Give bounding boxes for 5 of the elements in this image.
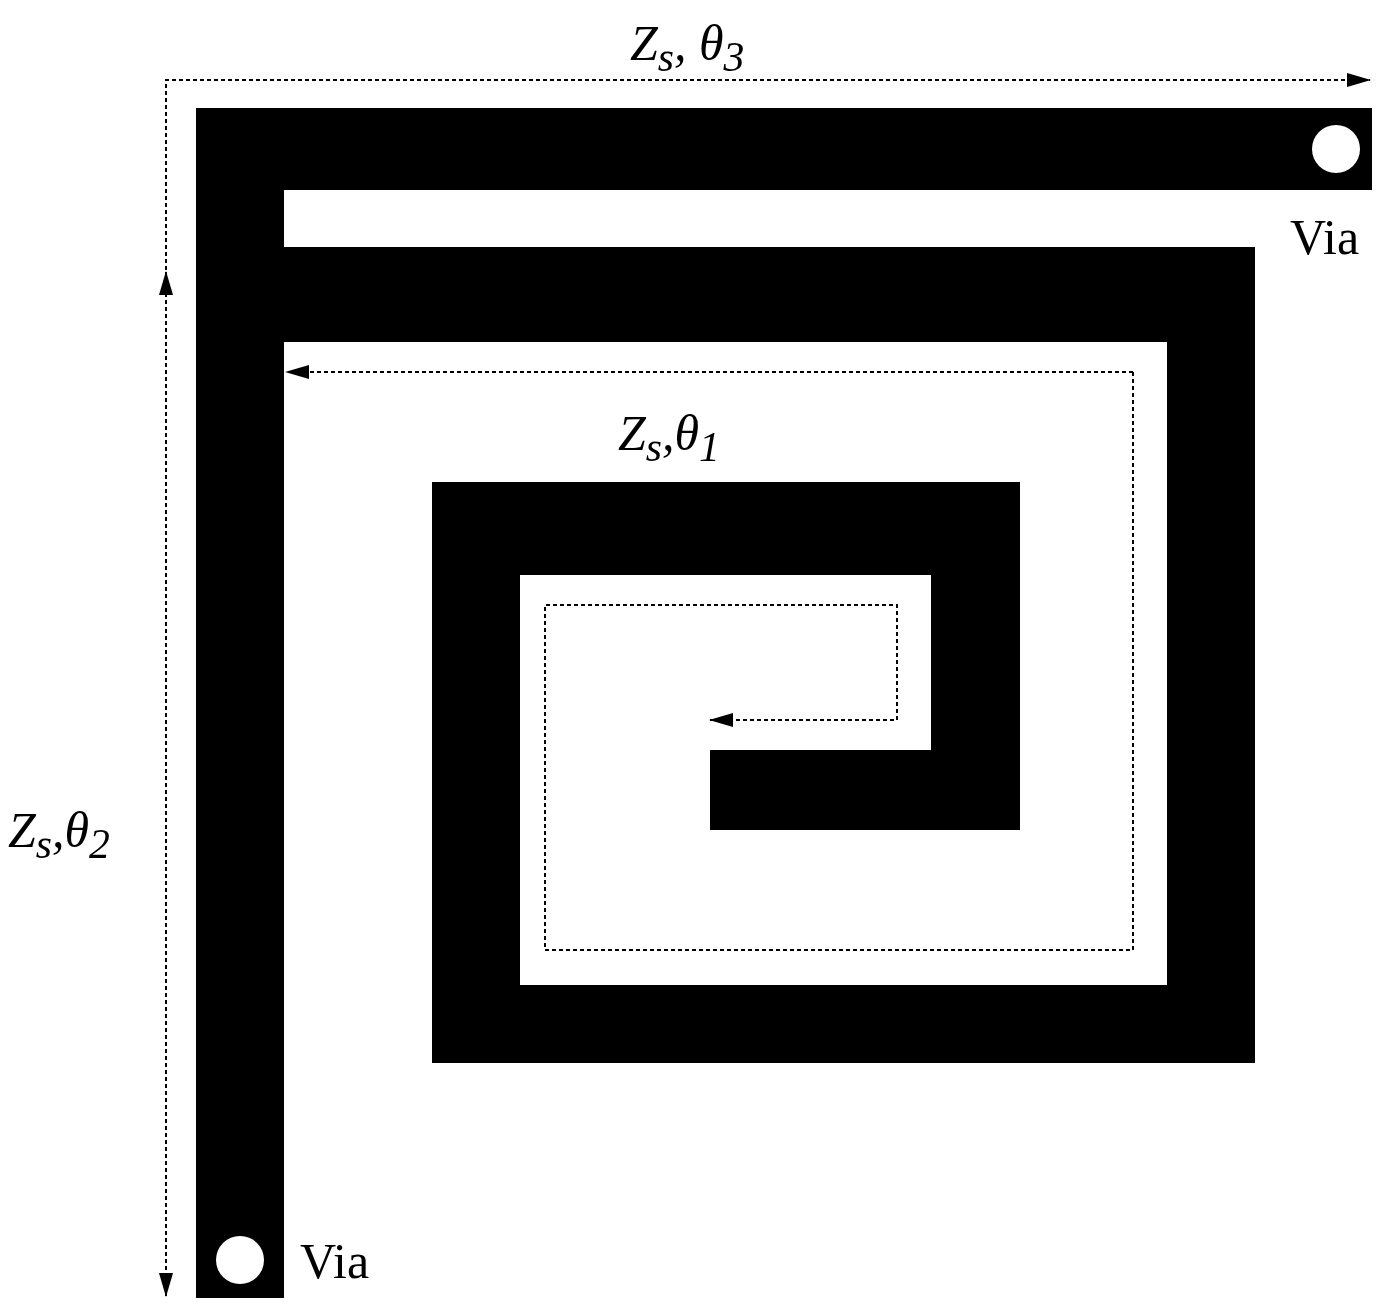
dimension-label: Z$_{s}$, θ$_{3}$ [630, 18, 745, 79]
via-label: Via [1290, 212, 1360, 262]
dimension-label: Z$_{s}$,θ$_{2}$ [8, 805, 110, 866]
via-label: Via [300, 1236, 370, 1286]
dimension-label: Z$_{s}$,θ$_{1}$ [618, 408, 720, 469]
